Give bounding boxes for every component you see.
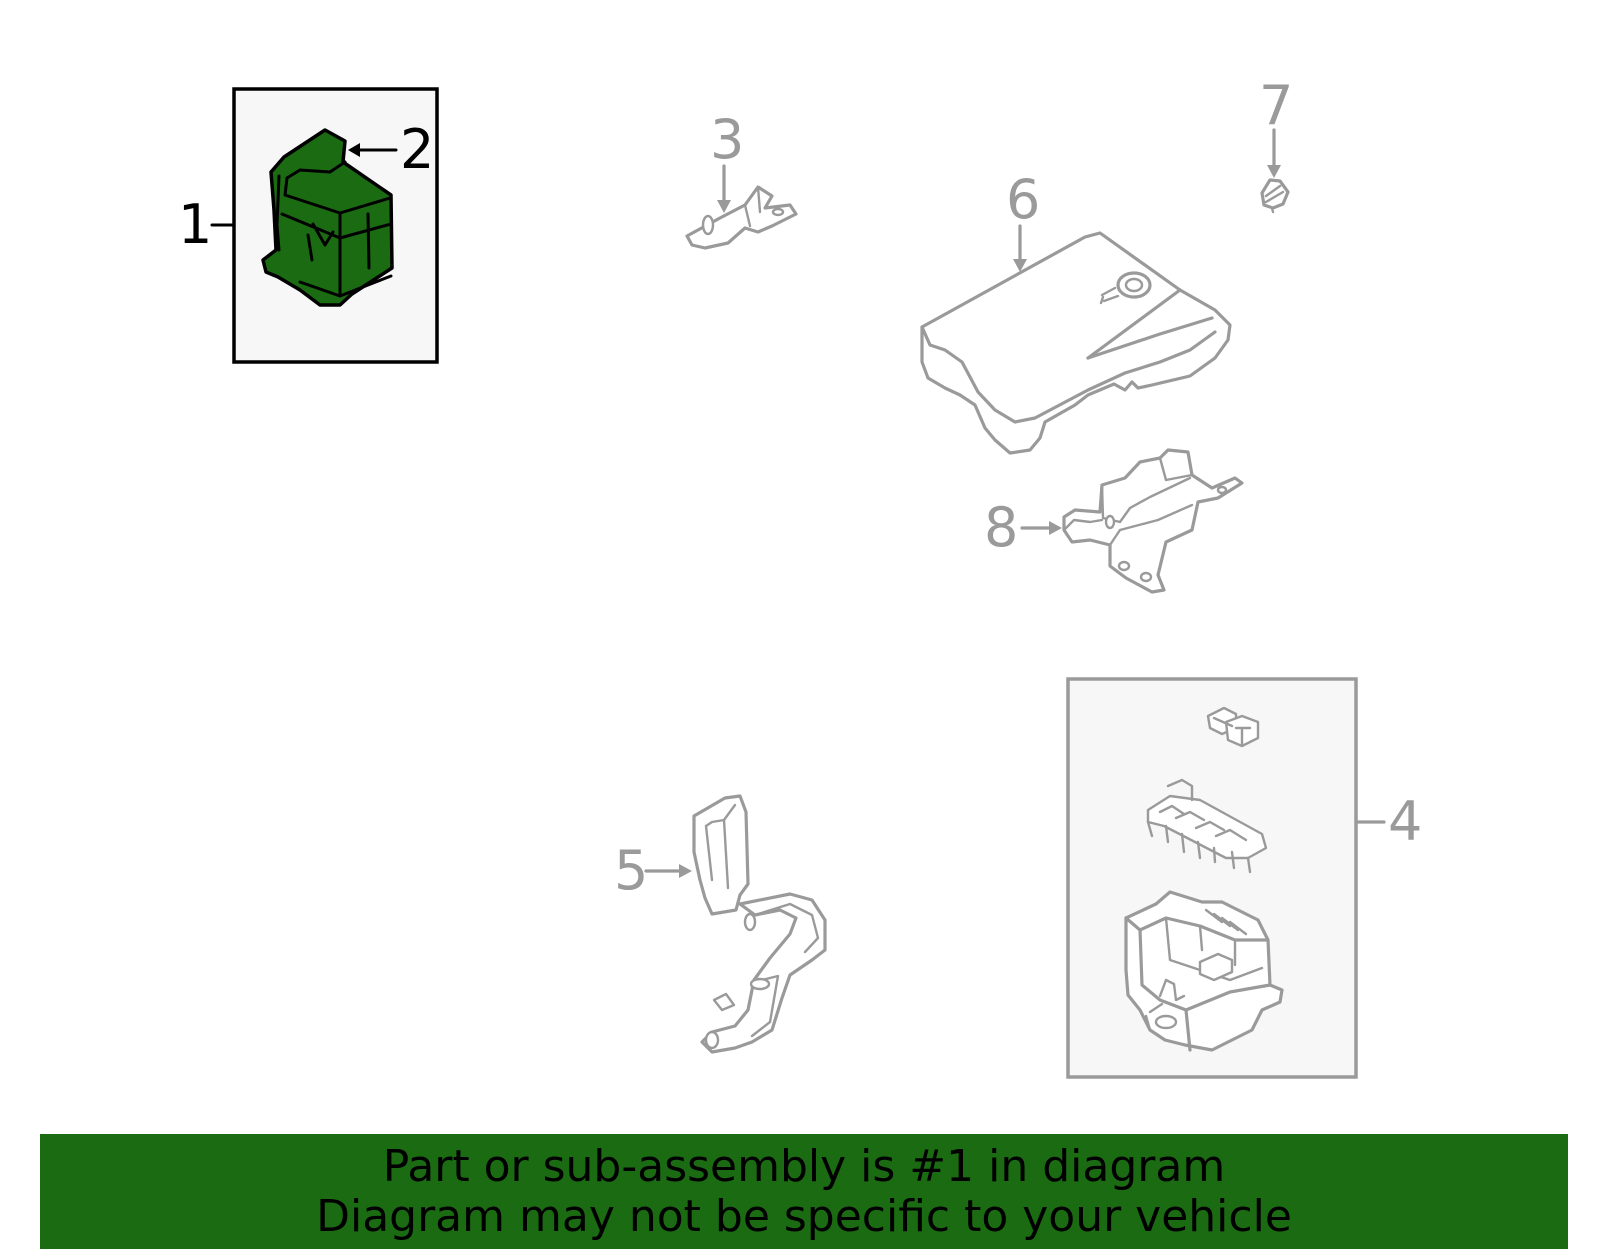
callout-7: 7 <box>1259 74 1293 137</box>
part-4-group[interactable]: 4 <box>1066 677 1422 1079</box>
part-6-cover[interactable]: 6 <box>920 168 1232 455</box>
callout-8: 8 <box>984 496 1018 559</box>
part-2-highlighted[interactable] <box>261 128 394 307</box>
callout-3: 3 <box>710 108 744 171</box>
part-3-bracket[interactable]: 3 <box>685 108 798 250</box>
part-4-fuse-box <box>1124 890 1284 1052</box>
callout-4: 4 <box>1388 790 1422 853</box>
part-5-bracket[interactable]: 5 <box>614 794 827 1054</box>
banner-line-2: Diagram may not be specific to your vehi… <box>316 1190 1292 1242</box>
part-4-fuse-row <box>1146 778 1268 874</box>
part-1-group[interactable]: 2 1 <box>178 87 439 364</box>
callout-1: 1 <box>178 193 212 256</box>
callout-6: 6 <box>1006 168 1040 231</box>
part-8-bracket[interactable]: 8 <box>984 448 1244 594</box>
callout-2: 2 <box>400 118 434 181</box>
banner-line-1: Part or sub-assembly is #1 in diagram <box>382 1140 1226 1192</box>
callout-5: 5 <box>614 839 648 902</box>
part-4-small-relays <box>1206 706 1260 748</box>
part-7-clip[interactable]: 7 <box>1259 74 1293 214</box>
info-banner: Part or sub-assembly is #1 in diagram Di… <box>40 1134 1568 1249</box>
